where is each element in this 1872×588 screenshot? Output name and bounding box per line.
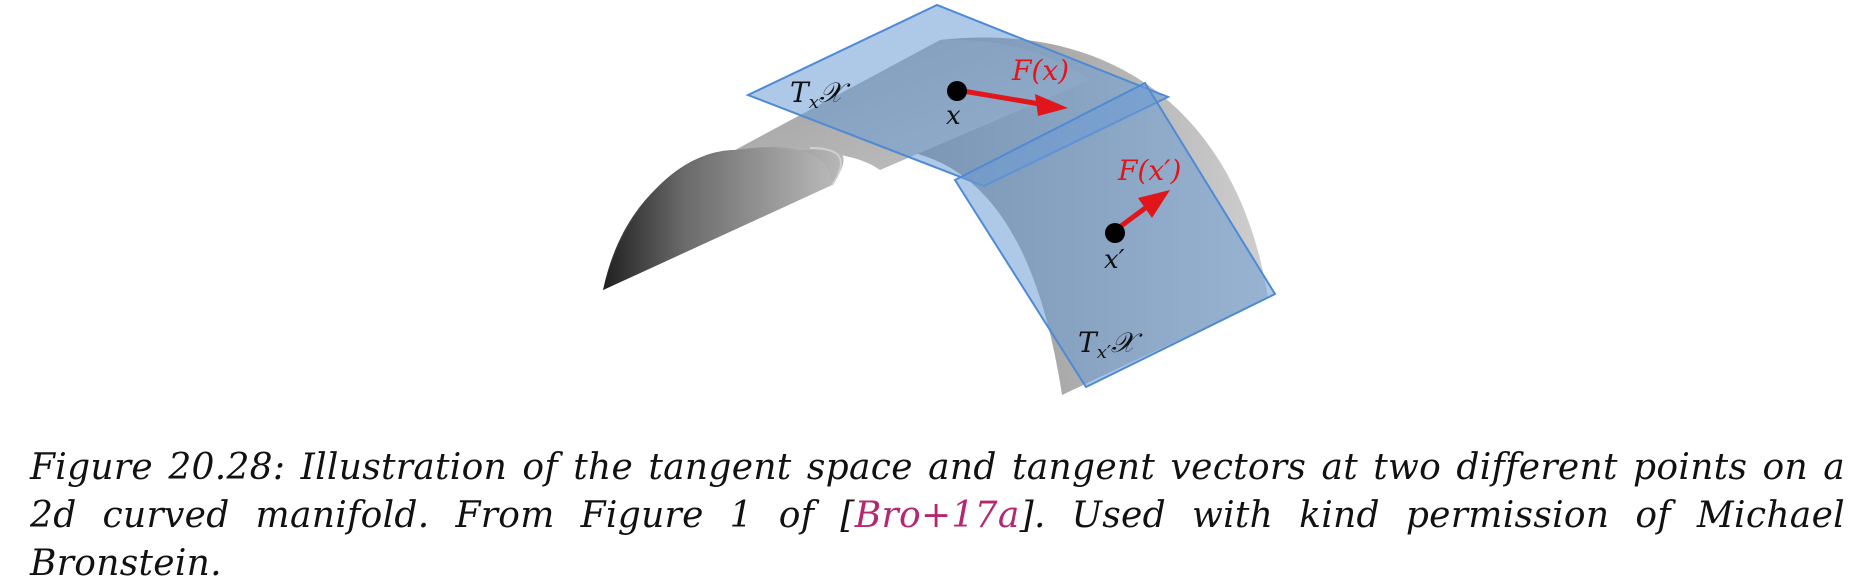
point-xprime [1105,223,1125,243]
citation-link[interactable]: Bro+17a [854,495,1020,536]
label-point-x: x [946,101,961,131]
label-tangent-space-x: Tx𝒳 [790,76,851,113]
manifold-front-arch [603,147,832,290]
label-vector-fxprime: F(x′) [1117,154,1181,187]
label-point-xprime: x′ [1104,245,1125,275]
vector-fx [956,87,1068,116]
point-x [947,81,967,101]
figure-caption: Figure 20.28: Illustration of the tangen… [30,444,1845,588]
manifold-figure: Tx𝒳 Tx′𝒳 x x′ F(x) F(x′) [603,3,1277,395]
label-tangent-space-xprime: Tx′𝒳 [1078,326,1143,363]
caption-text: Figure 20.28: Illustration of the tangen… [30,447,1845,536]
manifold-inner-edge [809,147,842,186]
label-vector-fx: F(x) [1011,54,1069,87]
